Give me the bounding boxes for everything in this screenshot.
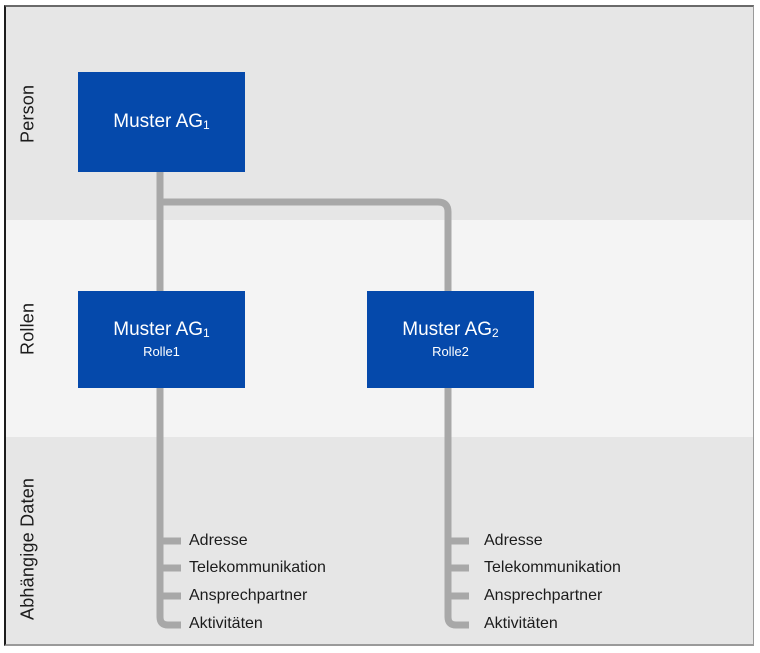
dependent-data-right-item-4[interactable]: Aktivitäten xyxy=(484,615,558,632)
node-person[interactable]: Muster AG1 xyxy=(78,72,245,172)
node-role-1-title: Muster AG1 xyxy=(113,318,210,341)
dependent-data-right-item-3[interactable]: Ansprechpartner xyxy=(484,587,603,604)
node-role-1-title-main: Muster AG xyxy=(113,318,204,340)
node-person-title-sub: 1 xyxy=(203,117,210,132)
dependent-data-right-item-1[interactable]: Adresse xyxy=(484,532,543,549)
node-role-1[interactable]: Muster AG1 Rolle1 xyxy=(78,291,245,388)
node-role-2[interactable]: Muster AG2 Rolle2 xyxy=(367,291,534,388)
dependent-data-left-item-4[interactable]: Aktivitäten xyxy=(189,615,263,632)
node-role-1-title-sub: 1 xyxy=(203,325,210,340)
dependent-data-left-item-2[interactable]: Telekommunikation xyxy=(189,559,326,576)
dependent-data-left-item-3[interactable]: Ansprechpartner xyxy=(189,587,308,604)
dependent-data-right-item-2[interactable]: Telekommunikation xyxy=(484,559,621,576)
node-person-title: Muster AG1 xyxy=(113,110,210,133)
node-role-2-title-main: Muster AG xyxy=(402,318,493,340)
connector-lines xyxy=(156,170,469,629)
node-role-2-title-sub: 2 xyxy=(492,325,499,340)
connector-role2-trunk xyxy=(444,385,469,629)
node-role-1-subtitle: Rolle1 xyxy=(143,343,180,359)
dependent-data-left-item-1[interactable]: Adresse xyxy=(189,532,248,549)
diagram-frame: Person Rollen Abhängige Daten xyxy=(4,5,754,646)
band-dependent-data xyxy=(6,437,753,644)
connector-role1-trunk xyxy=(156,385,181,629)
node-role-2-subtitle: Rolle2 xyxy=(432,343,469,359)
node-role-2-title: Muster AG2 xyxy=(402,318,499,341)
connector-person-to-role2 xyxy=(160,198,452,295)
node-person-title-main: Muster AG xyxy=(113,110,204,132)
